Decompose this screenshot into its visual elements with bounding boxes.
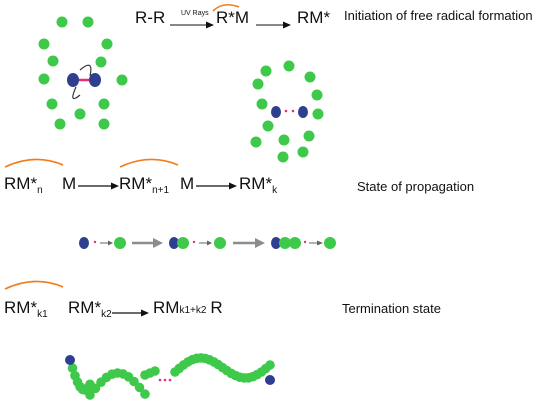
radical-atom — [271, 237, 281, 249]
monomer-dot — [265, 360, 275, 370]
radical-electron-dot — [284, 109, 288, 113]
propagation-monomer-2: M — [180, 174, 194, 193]
propagation-caption: State of propagation — [357, 179, 474, 194]
electron-arc-icon — [119, 158, 179, 168]
monomer-dot — [67, 363, 78, 373]
rotation-arc-icon — [79, 64, 92, 77]
initiator-rr-molecule — [67, 64, 101, 100]
monomer-dot — [54, 118, 66, 130]
termination-caption: Termination state — [342, 301, 441, 316]
monomer-dot — [74, 108, 86, 120]
termination-reactant-2: RM*k2 — [68, 298, 112, 320]
radical-electron-dot — [291, 109, 295, 113]
reaction-arrowhead — [317, 240, 323, 246]
radical-end-atom — [65, 355, 75, 365]
monomer-dot — [283, 60, 295, 72]
monomer-dot — [303, 130, 315, 142]
monomer-dot — [85, 390, 95, 400]
monomer-dot — [297, 146, 309, 158]
propagation-arrowhead — [111, 182, 119, 190]
monomer-dot — [46, 98, 58, 110]
monomer-dot — [47, 55, 59, 67]
radical-atom — [169, 237, 179, 249]
monomer-dot — [98, 118, 110, 130]
initiation-arrowhead — [206, 21, 214, 29]
initiation-caption: Initiation of free radical formation — [344, 8, 533, 23]
monomer-dot — [114, 237, 126, 249]
monomer-dot — [150, 366, 160, 376]
monomer-dot — [260, 65, 272, 77]
radical-monomer-cluster — [250, 60, 324, 163]
initiation-monomer-cluster — [38, 16, 128, 130]
monomer-dot — [256, 98, 268, 110]
monomer-dot — [90, 383, 101, 394]
monomer-dot — [252, 78, 264, 90]
propagation-monomer: M — [62, 174, 76, 193]
reaction-arrowhead — [207, 240, 212, 246]
monomer-dot — [262, 120, 274, 132]
rotation-arc-icon — [72, 86, 81, 100]
radical-electron-dot — [303, 240, 307, 244]
initiation-arrowhead-2 — [283, 21, 291, 29]
initiation-product-rstarm: R*M — [216, 8, 249, 27]
monomer-dot — [324, 237, 336, 249]
monomer-dot — [134, 382, 145, 393]
monomer-dot — [101, 38, 113, 50]
uv-rays-label: UV Rays — [181, 10, 209, 17]
monomer-dot — [278, 134, 290, 146]
monomer-dot — [279, 237, 291, 249]
radical-end-atom — [265, 375, 275, 385]
termination-reactant-1: RM*k1 — [4, 298, 48, 320]
initiation-reactant: R-R — [135, 8, 165, 27]
terminated-polymer-chain — [65, 353, 275, 400]
monomer-dot — [312, 108, 324, 120]
propagation-reactant: RM*n — [4, 174, 43, 196]
radical-atom — [67, 73, 79, 87]
monomer-dot — [82, 16, 94, 28]
radical-atom — [89, 73, 101, 87]
radical-atom — [79, 237, 89, 249]
monomer-dot — [140, 389, 150, 399]
propagation-chain-sequence — [79, 237, 336, 249]
monomer-dot — [214, 237, 226, 249]
grey-arrowhead — [153, 238, 163, 248]
radical-atom — [298, 106, 308, 118]
radical-electron-dot — [93, 240, 97, 244]
monomer-dot — [116, 74, 128, 86]
monomer-dot — [277, 151, 289, 163]
monomer-dot — [95, 56, 107, 68]
monomer-dot — [38, 38, 50, 50]
termination-arrowhead — [141, 309, 149, 317]
propagation-arrowhead-2 — [229, 182, 237, 190]
monomer-dot — [311, 89, 323, 101]
monomer-dot — [98, 98, 110, 110]
radical-electron-dot — [192, 240, 196, 244]
monomer-dot — [289, 237, 301, 249]
initiation-product-rmstar: RM* — [297, 8, 330, 27]
radical-atom — [271, 106, 281, 118]
monomer-dot — [38, 73, 50, 85]
electron-arc-icon — [4, 280, 64, 290]
monomer-dot — [250, 136, 262, 148]
monomer-dot — [304, 71, 316, 83]
monomer-dot — [177, 237, 189, 249]
propagation-product: RM*n+1 — [119, 174, 169, 196]
bond-dot — [163, 378, 167, 382]
electron-arc-icon — [4, 158, 64, 168]
bond-dot — [158, 378, 162, 382]
propagation-final: RM*k — [239, 174, 278, 196]
grey-arrowhead — [255, 238, 265, 248]
separated-radical-pair — [271, 106, 308, 118]
electron-arc-icon — [212, 3, 240, 12]
bond-dot — [168, 378, 172, 382]
reaction-arrowhead — [108, 240, 113, 246]
monomer-dot — [56, 16, 68, 28]
